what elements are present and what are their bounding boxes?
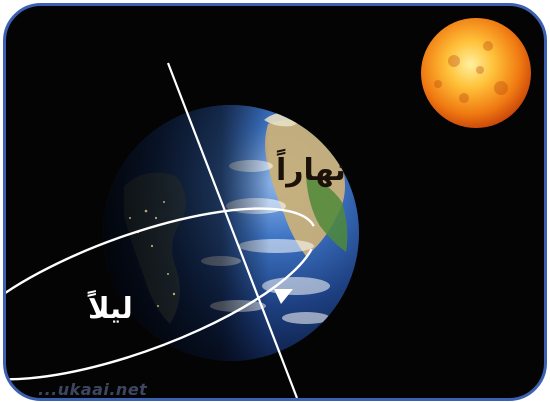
image-frame: نهاراً ليلاً ...ukaai.net: [3, 3, 547, 401]
sun-image: [421, 18, 531, 128]
earth-globe: [103, 105, 359, 361]
city-lights: [129, 201, 176, 307]
watermark: ...ukaai.net: [38, 380, 148, 399]
rotation-axis-line: [166, 62, 299, 398]
day-label: نهاراً: [276, 153, 346, 188]
rotation-arrow-icon: [274, 289, 293, 304]
earth-rotation-scene: [6, 18, 531, 398]
rotation-orbit: [6, 207, 315, 381]
sun-texture: [434, 41, 508, 103]
night-label: ليلاً: [88, 291, 133, 325]
